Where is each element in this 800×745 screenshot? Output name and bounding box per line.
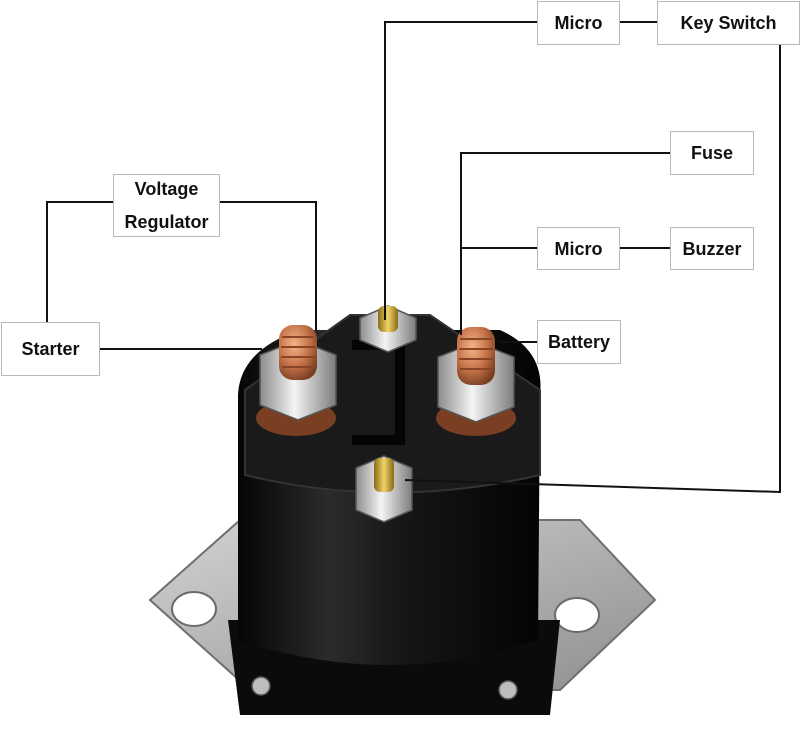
label-micro-mid: Micro — [537, 227, 620, 270]
label-micro-top: Micro — [537, 1, 620, 45]
base-screw-right — [498, 680, 518, 700]
wire-voltage-regulator-right — [220, 201, 317, 330]
wire-voltage-regulator-left — [46, 201, 113, 322]
starter-terminal — [256, 325, 337, 436]
battery-terminal — [436, 327, 516, 436]
wire-fuse — [460, 152, 670, 335]
micro-terminal — [359, 305, 417, 353]
label-buzzer: Buzzer — [670, 227, 754, 270]
base-screw-left — [251, 676, 271, 696]
mounting-hole-right — [554, 597, 600, 633]
label-voltage-regulator: Voltage Regulator — [113, 174, 220, 237]
label-voltage-regulator-line1: Voltage — [134, 178, 199, 199]
wire-key-switch — [404, 42, 781, 494]
label-voltage-regulator-line2: Regulator — [124, 211, 209, 232]
label-fuse: Fuse — [670, 131, 754, 175]
key-switch-terminal — [355, 455, 413, 523]
label-battery: Battery — [537, 320, 621, 364]
label-key-switch: Key Switch — [657, 1, 800, 45]
wiring-lines — [46, 21, 781, 494]
wire-micro-top — [384, 21, 537, 320]
mounting-hole-left — [171, 591, 217, 627]
label-starter: Starter — [1, 322, 100, 376]
